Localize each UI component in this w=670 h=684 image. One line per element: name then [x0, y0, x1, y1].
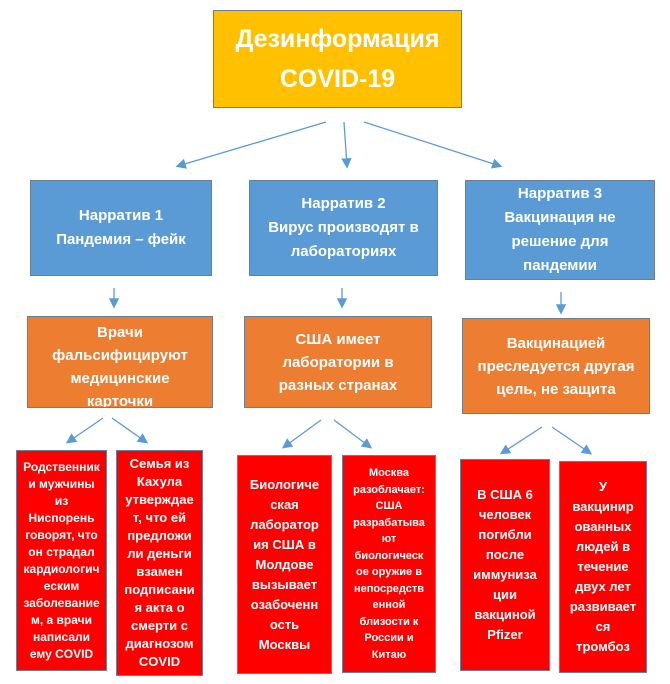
example-2-1: Биологиче ская лаборатор ия США в Молдов…: [237, 455, 332, 674]
root-title: Дезинформация COVID-19: [213, 10, 462, 108]
narrative-3: Нарратив 3 Вакцинация не решение для пан…: [465, 180, 655, 280]
example-2-2: Москва разоблачает: США разрабатыва ют б…: [342, 455, 436, 673]
narrative-2: Нарратив 2 Вирус производят в лаборатори…: [249, 180, 438, 276]
example-3-1: В США 6 человек погибли после иммуниза ц…: [460, 459, 550, 671]
example-3-2: У вакцинир ованных людей в течение двух …: [559, 461, 647, 673]
example-1-2: Семья из Кахула утверждае т, что ей пред…: [116, 450, 203, 676]
claim-3: Вакцинацией преследуется другая цель, не…: [462, 318, 650, 414]
example-1-1: Родственник и мужчины из Ниспорень говор…: [16, 450, 107, 671]
claim-1: Врачи фальсифицируют медицинские карточк…: [27, 316, 213, 408]
narrative-1: Нарратив 1 Пандемия – фейк: [30, 180, 212, 276]
claim-2: США имеет лаборатории в разных странах: [244, 316, 432, 408]
